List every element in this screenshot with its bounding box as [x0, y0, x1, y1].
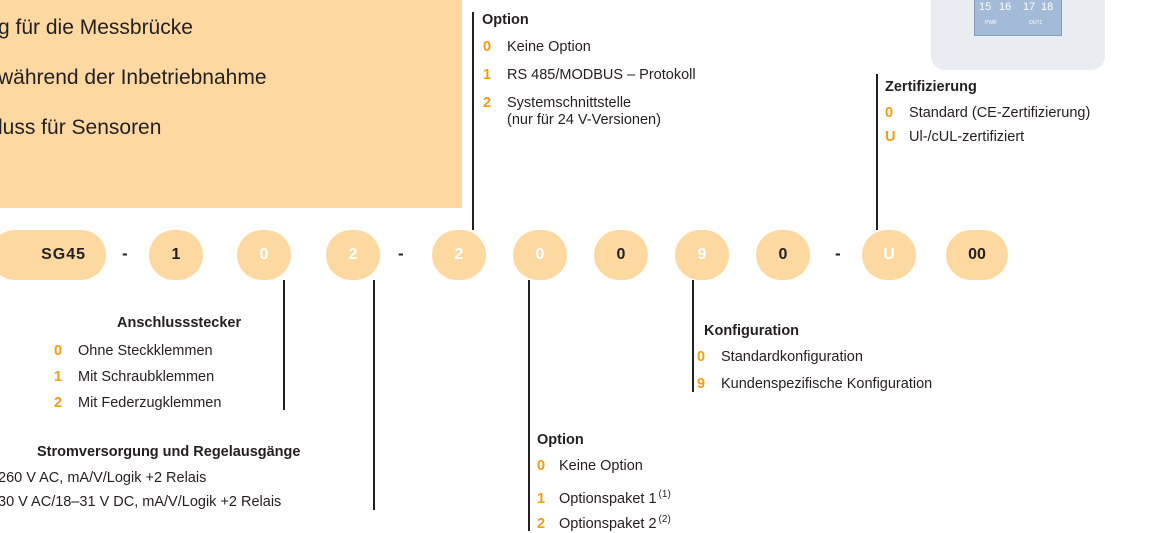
order-code-segment: SG45 — [0, 230, 106, 280]
order-code-segment: 0 — [513, 230, 567, 280]
stromversorgung-item: 260 V AC, mA/V/Logik +2 Relais — [0, 470, 207, 486]
option-bottom-title: Option — [537, 432, 584, 448]
terminal-sublabel: PWR — [985, 20, 997, 26]
order-code-separator: - — [122, 244, 128, 263]
option-top-title: Option — [482, 12, 529, 28]
stromversorgung-item: 30 V AC/18–31 V DC, mA/V/Logik +2 Relais — [0, 494, 282, 510]
order-code-segment: 9 — [675, 230, 729, 280]
anschlussstecker-title: Anschlussstecker — [117, 315, 242, 331]
stromversorgung-title: Stromversorgung und Regelausgänge — [37, 444, 301, 460]
order-code-separator: - — [398, 244, 404, 263]
option-top-item-note: (nur für 24 V-Versionen) — [507, 112, 661, 128]
connector-line-konfiguration — [692, 280, 694, 392]
connector-line-stromversorgung — [373, 280, 375, 510]
connector-line-option-top — [472, 12, 474, 230]
terminal-sublabel: OUT1 — [1029, 20, 1043, 26]
description-line: g für die Messbrücke — [0, 16, 193, 39]
connector-line-anschlussstecker — [283, 280, 285, 410]
device-image: 15 16 17 18 PWR OUT1 — [931, 0, 1105, 70]
description-line: während der Inbetriebnahme — [0, 66, 267, 89]
order-code-segment: U — [862, 230, 916, 280]
device-terminal-panel: 15 16 17 18 PWR OUT1 — [974, 0, 1062, 36]
description-line: luss für Sensoren — [0, 116, 162, 139]
order-code-segment: 0 — [756, 230, 810, 280]
terminal-label: 17 — [1023, 1, 1036, 13]
order-code-segment: 0 — [594, 230, 648, 280]
zertifizierung-title: Zertifizierung — [885, 79, 977, 95]
order-code-segment: 00 — [946, 230, 1008, 280]
konfiguration-title: Konfiguration — [704, 323, 800, 339]
terminal-label: 15 — [979, 1, 992, 13]
order-code-segment: 2 — [326, 230, 380, 280]
connector-line-zertifizierung — [876, 74, 878, 230]
terminal-label: 18 — [1041, 1, 1054, 13]
connector-line-option-bottom — [528, 280, 530, 531]
description-box: g für die Messbrücke während der Inbetri… — [0, 0, 462, 208]
order-code-segment: 2 — [432, 230, 486, 280]
terminal-label: 16 — [999, 1, 1012, 13]
order-code-segment: 0 — [237, 230, 291, 280]
order-code-separator: - — [835, 244, 841, 263]
order-code-segment: 1 — [149, 230, 203, 280]
